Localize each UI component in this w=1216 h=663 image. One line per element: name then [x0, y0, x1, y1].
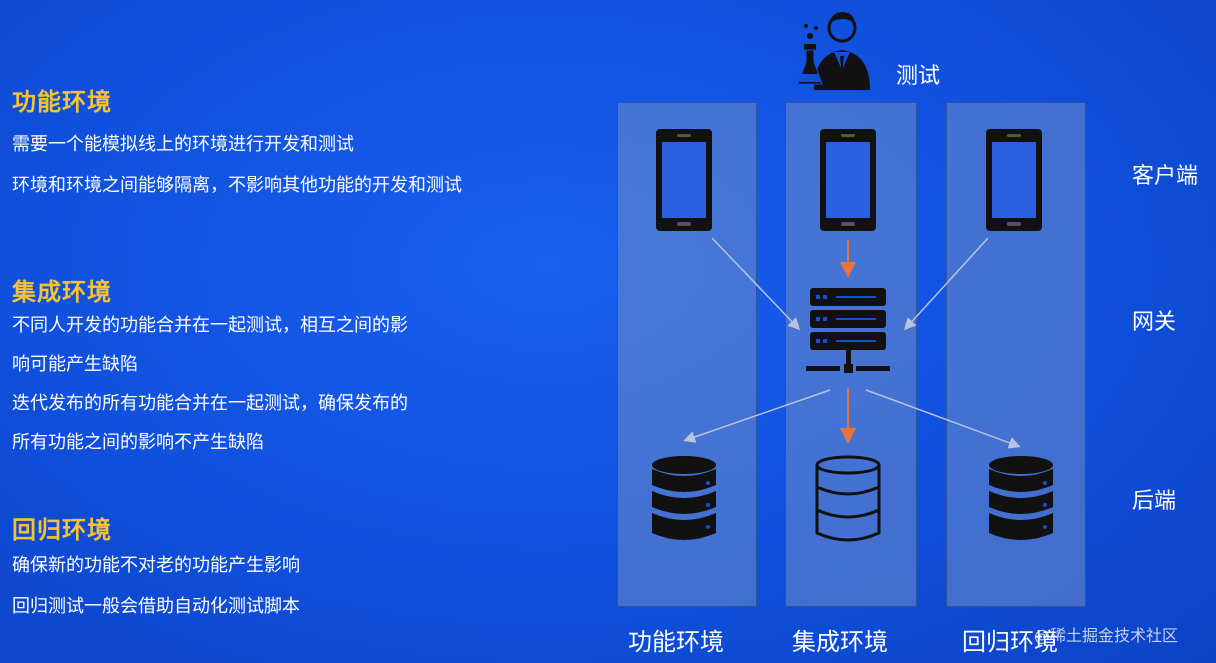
database-icon [989, 456, 1053, 540]
section-title-functional: 功能环境 [12, 88, 112, 116]
arrow-gateway-functional-backend [683, 389, 831, 443]
row-label-gateway: 网关 [1132, 310, 1177, 335]
column-label-regression: 回归环境 [962, 628, 1058, 656]
column-label-integration: 集成环境 [792, 628, 888, 656]
section-line: 不同人开发的功能合并在一起测试，相互之间的影 [12, 315, 408, 336]
database-icon [815, 455, 881, 542]
server-icon [806, 288, 890, 373]
arrow-regression-client-gateway [903, 237, 989, 331]
section-line: 需要一个能模拟线上的环境进行开发和测试 [12, 134, 354, 155]
arrow-functional-client-gateway [711, 237, 801, 331]
section-line: 确保新的功能不对老的功能产生影响 [12, 555, 300, 576]
section-title-integration: 集成环境 [12, 278, 112, 306]
section-line: 响可能产生缺陷 [12, 354, 138, 375]
section-title-regression: 回归环境 [12, 516, 112, 544]
column-label-functional: 功能环境 [628, 628, 724, 656]
section-line: 回归测试一般会借助自动化测试脚本 [12, 596, 300, 617]
section-line: 迭代发布的所有功能合并在一起测试，确保发布的 [12, 393, 408, 414]
row-label-backend: 后端 [1132, 489, 1177, 514]
watermark: @稀土掘金技术社区 [1034, 626, 1179, 645]
row-label-client: 客户端 [1132, 164, 1199, 189]
section-line: 所有功能之间的影响不产生缺陷 [12, 432, 264, 453]
scientist-icon [797, 12, 870, 90]
section-line: 环境和环境之间能够隔离，不影响其他功能的开发和测试 [12, 175, 462, 196]
arrow-gateway-regression-backend [865, 389, 1021, 449]
database-icon [652, 456, 716, 540]
phone-icon [986, 129, 1042, 231]
phone-icon [656, 129, 712, 231]
tester-label: 测试 [896, 64, 941, 89]
phone-icon [820, 129, 876, 231]
